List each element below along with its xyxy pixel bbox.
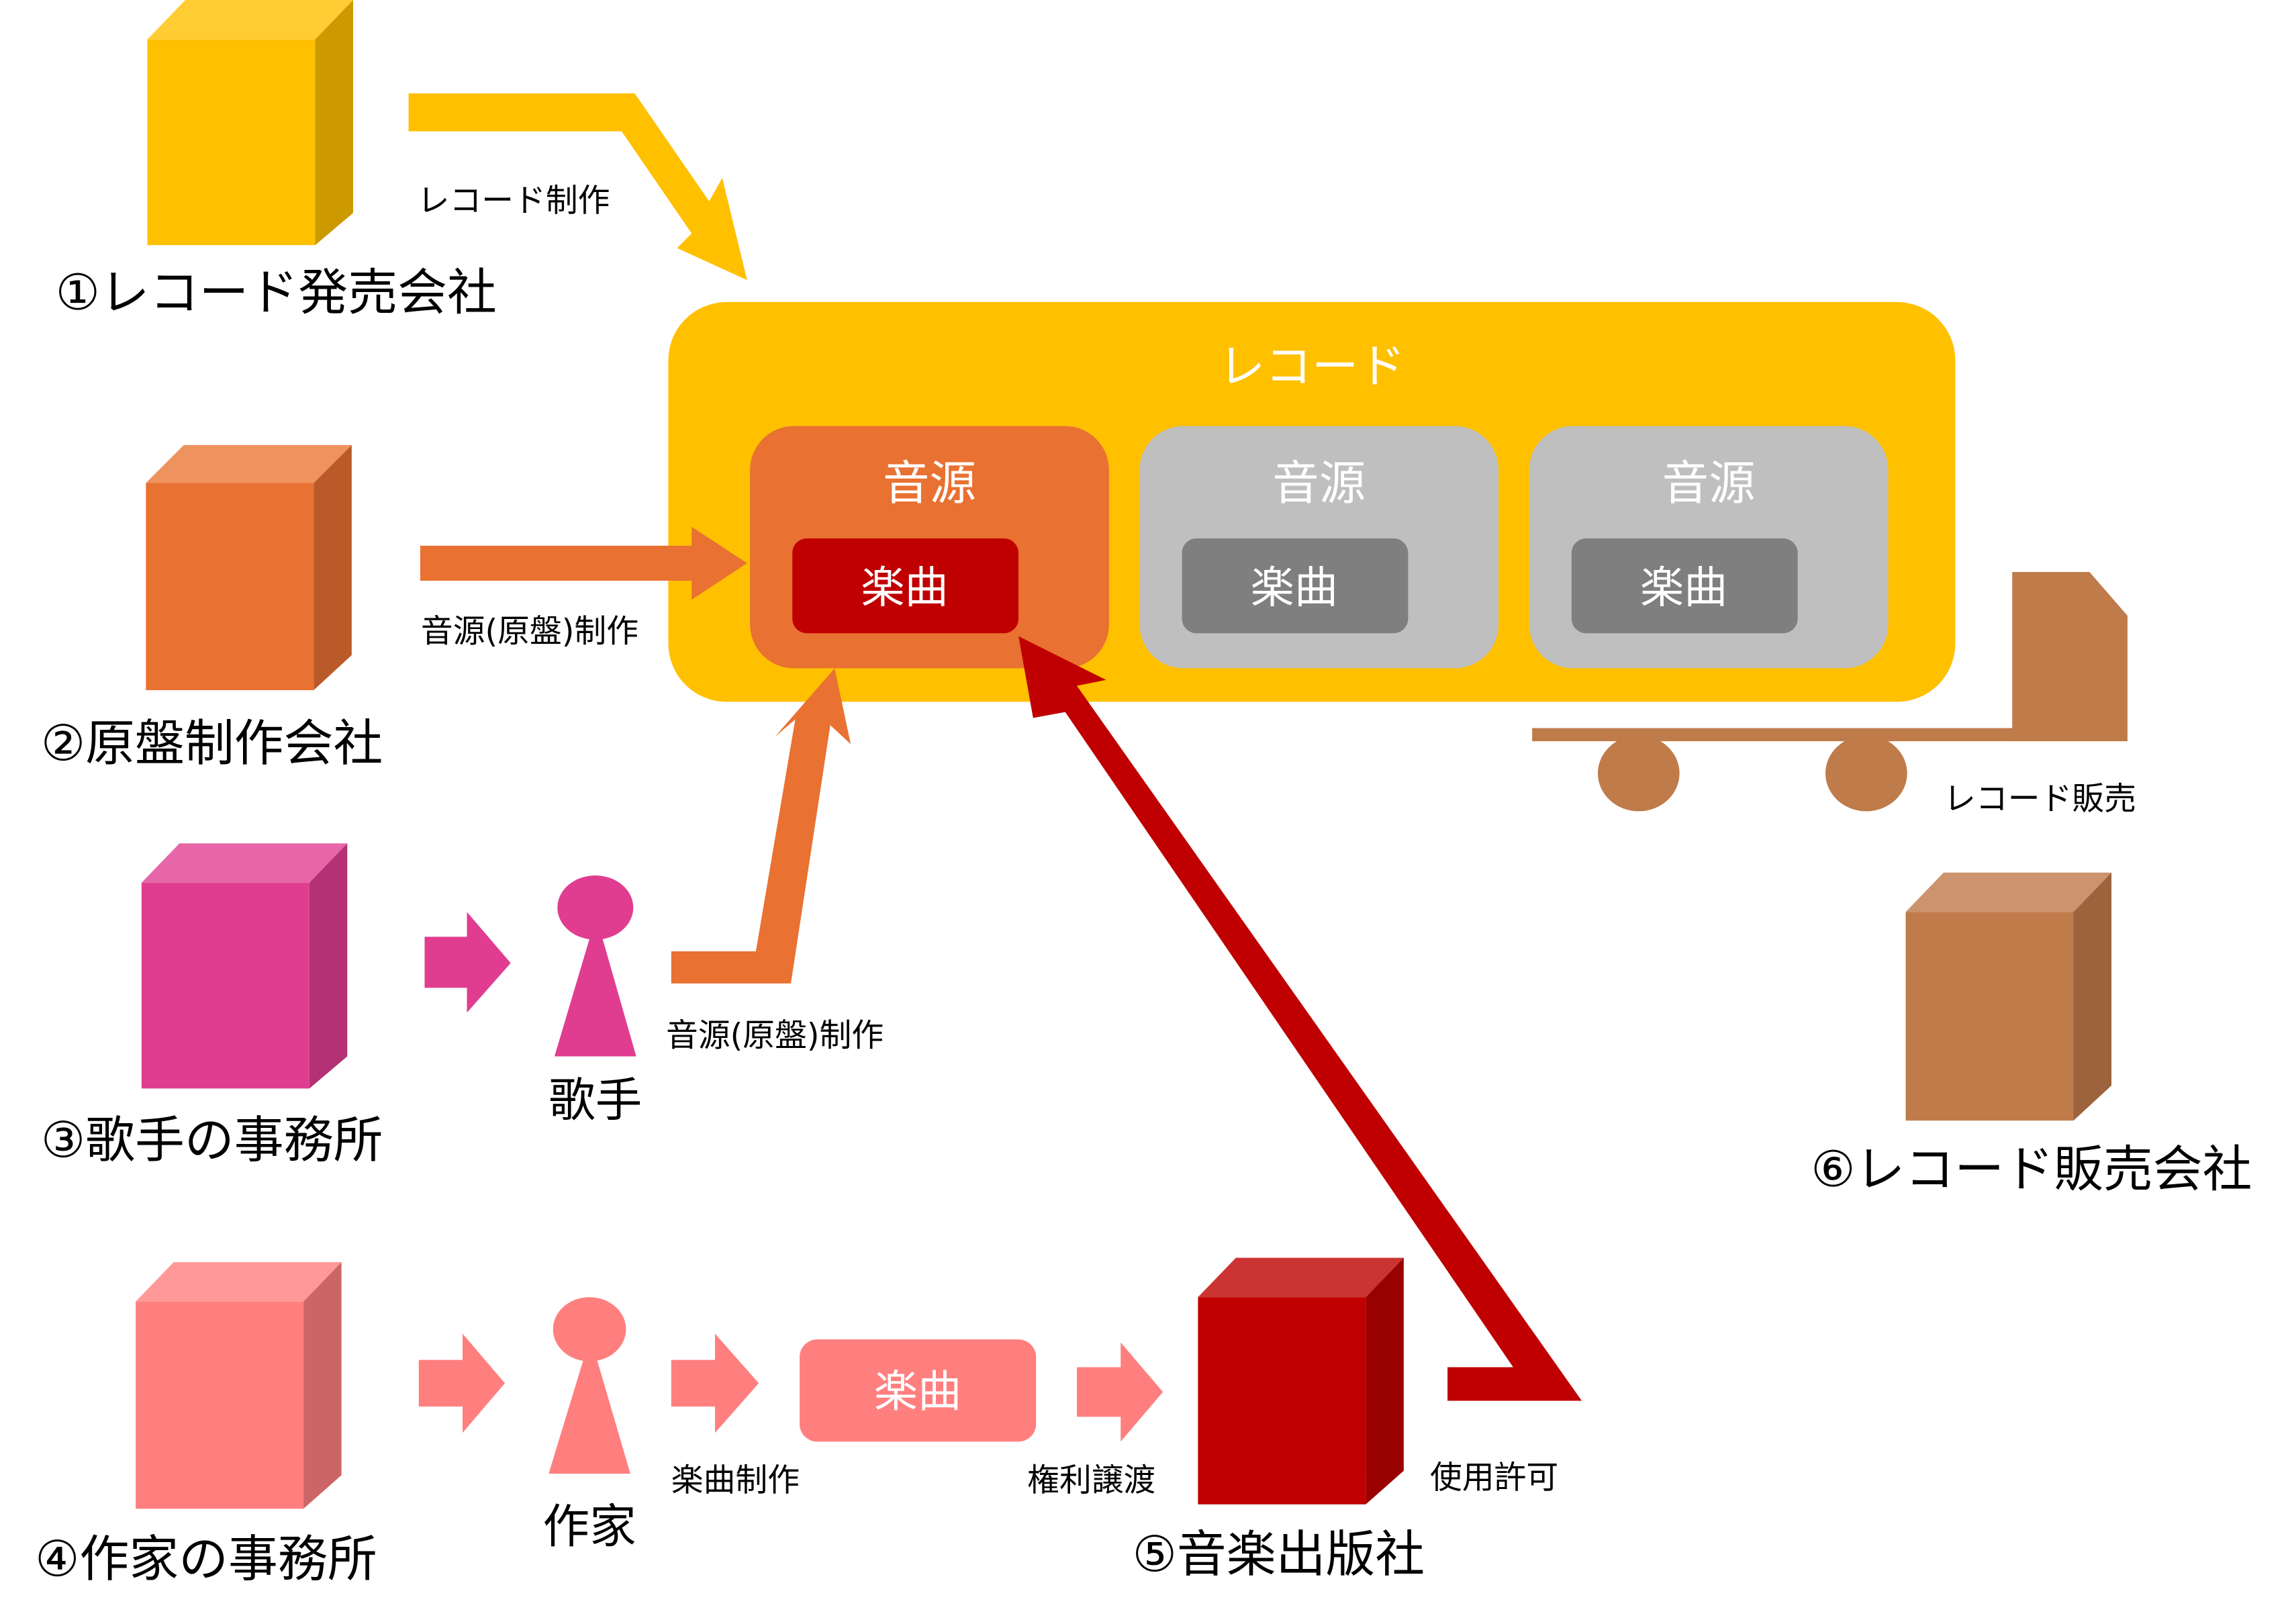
entity-record-retailer: ⑥レコード販売会社 — [1811, 1141, 2252, 1198]
arrow-record-production — [408, 93, 747, 281]
author-agency-box — [136, 1261, 342, 1509]
record-retailer-box — [1905, 872, 2112, 1121]
song-label: 楽曲 — [861, 563, 948, 614]
song-box-author — [800, 1339, 1037, 1442]
arrow-usage-permission — [1018, 636, 1582, 1401]
flow-label-master-production-2: 音源(原盤)制作 — [666, 1017, 884, 1054]
box-top — [147, 0, 353, 40]
box-front — [147, 39, 316, 246]
box-front — [136, 1301, 304, 1509]
person-author: 作家 — [543, 1499, 636, 1554]
song-box — [792, 538, 1019, 634]
arrow-author-to-song — [671, 1333, 759, 1433]
sound-source-3: 音源 楽曲 — [1529, 426, 1889, 669]
person-singer: 歌手 — [549, 1073, 642, 1128]
box-top — [146, 444, 352, 483]
flow-label-record-production: レコード制作 — [418, 183, 610, 220]
truck-bed — [1532, 728, 2014, 742]
box-top — [1905, 872, 2112, 912]
flow-label-usage-permission: 使用許可 — [1430, 1460, 1558, 1496]
arrow-song-to-publisher — [1077, 1342, 1163, 1442]
flow-label-rights-transfer: 権利譲渡 — [1027, 1462, 1155, 1499]
song-label-author: 楽曲 — [874, 1366, 961, 1417]
flow-label-song-production: 楽曲制作 — [671, 1462, 800, 1499]
author-person-icon — [549, 1297, 630, 1474]
record-container: レコード 音源 楽曲 音源 楽曲 音源 楽曲 — [668, 301, 1956, 702]
box-top — [1198, 1257, 1404, 1298]
arrow-agency-to-author — [418, 1333, 506, 1433]
song-label: 楽曲 — [1640, 563, 1727, 614]
flow-label-record-sales: レコード販売 — [1944, 781, 2136, 818]
box-front — [146, 483, 314, 691]
person-body — [554, 933, 636, 1057]
truck-wheel — [1597, 735, 1680, 812]
truck-icon — [1532, 571, 2128, 812]
entity-music-publisher: ⑤音楽出版社 — [1133, 1526, 1425, 1584]
box-top — [141, 843, 348, 883]
sound-source-2: 音源 楽曲 — [1139, 426, 1499, 669]
entity-singer-agency: ③歌手の事務所 — [41, 1112, 383, 1169]
person-body — [549, 1353, 630, 1474]
arrow-singer-to-source — [671, 668, 851, 984]
box-side — [2073, 872, 2112, 1121]
box-side — [315, 0, 353, 246]
master-producer-box — [146, 444, 352, 691]
entity-record-label: ①レコード発売会社 — [56, 264, 497, 322]
box-side — [303, 1261, 342, 1509]
box-front — [1198, 1297, 1366, 1504]
box-front — [1905, 912, 2074, 1121]
person-head — [553, 1297, 626, 1362]
box-side — [309, 843, 348, 1089]
truck-cab — [2012, 571, 2128, 742]
record-title: レコード — [1219, 339, 1405, 393]
arrow-agency-to-singer — [424, 912, 511, 1013]
entity-master-producer: ②原盤制作会社 — [41, 714, 383, 772]
entity-author-agency: ④作家の事務所 — [35, 1530, 377, 1588]
flow-label-master-production-1: 音源(原盤)制作 — [421, 613, 638, 650]
truck-wheel — [1825, 735, 1907, 812]
sound-source-label: 音源 — [883, 456, 976, 510]
box-front — [141, 882, 309, 1089]
sound-source-label: 音源 — [1662, 456, 1756, 510]
sound-source-label: 音源 — [1272, 456, 1366, 510]
person-head — [557, 875, 634, 940]
music-publisher-box — [1198, 1257, 1404, 1504]
song-label: 楽曲 — [1251, 563, 1338, 614]
box-side — [1366, 1257, 1404, 1504]
record-label-box — [147, 0, 353, 246]
singer-person-icon — [554, 875, 636, 1057]
box-side — [314, 444, 352, 691]
sound-source-1: 音源 楽曲 — [750, 426, 1109, 669]
box-top — [136, 1261, 342, 1302]
song-box — [1571, 538, 1798, 634]
arrow-master-production — [420, 526, 747, 600]
song-box — [1182, 538, 1409, 634]
singer-agency-box — [141, 843, 348, 1089]
